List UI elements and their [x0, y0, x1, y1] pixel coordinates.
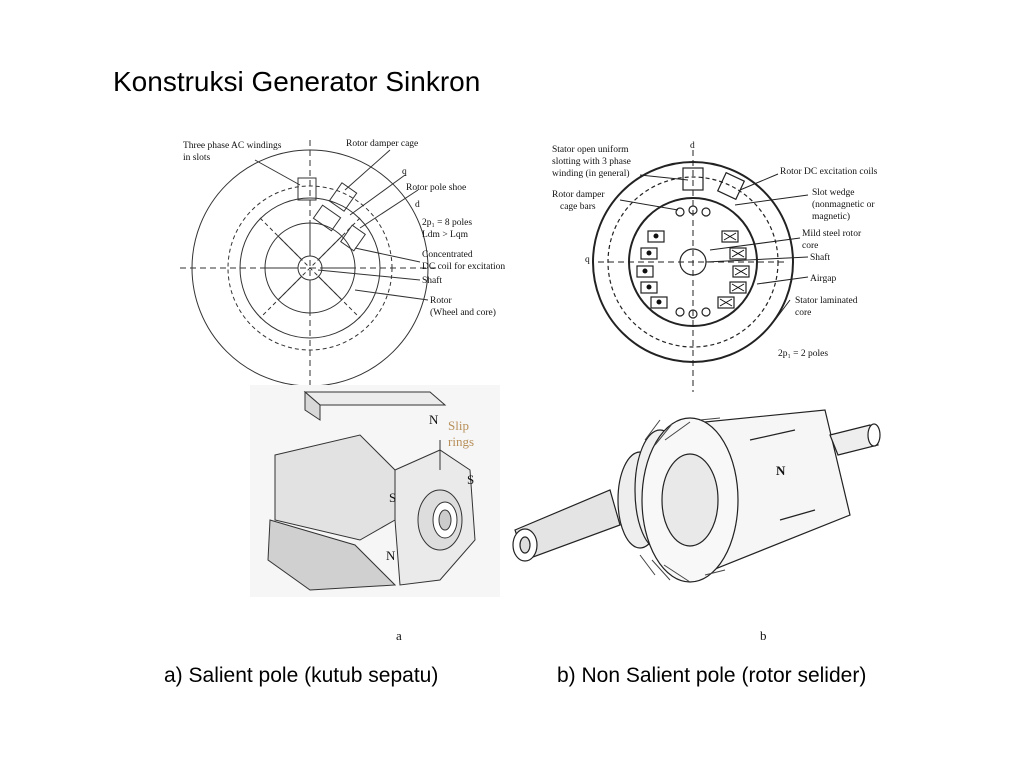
- label-shaft-left: Shaft: [422, 275, 442, 286]
- left-diagram-geometry: [180, 140, 440, 400]
- label-q-right: q: [585, 255, 590, 265]
- label-2-poles: 2p₁ = 2 poles: [778, 349, 828, 359]
- label-rotor: Rotor: [430, 296, 452, 306]
- label-wedge-magnetic: magnetic): [812, 211, 850, 222]
- label-q-left: q: [402, 167, 407, 177]
- label-d-right: d: [690, 141, 695, 151]
- label-stator-open-2: slotting with 3 phase: [552, 157, 631, 167]
- label-d-left: d: [415, 200, 420, 210]
- label-rotor-damper-cage: Rotor damper cage: [346, 139, 418, 149]
- caption-salient-pole: a) Salient pole (kutub sepatu): [164, 664, 439, 687]
- slip-rings-label-1: Slip: [448, 418, 469, 433]
- caption-non-salient-pole: b) Non Salient pole (rotor selider): [557, 664, 867, 687]
- label-mild-steel: Mild steel rotor: [802, 229, 862, 239]
- pole-s-right: S: [467, 472, 474, 487]
- right-diagram-geometry: [592, 150, 809, 392]
- non-salient-rotor-3d-drawing: [512, 409, 881, 583]
- label-8-poles: 2p₁ = 8 poles: [422, 218, 472, 228]
- label-shaft-right: Shaft: [810, 252, 830, 263]
- slip-rings-label-2: rings: [448, 434, 474, 449]
- label-wheel-core: (Wheel and core): [430, 307, 496, 318]
- pole-n-top: N: [429, 412, 439, 427]
- label-damper-bars-2: cage bars: [560, 202, 596, 212]
- label-concentrated: Concentrated: [422, 250, 473, 260]
- salient-rotor-3d-drawing: [250, 385, 500, 597]
- label-in-slots: in slots: [183, 153, 210, 163]
- label-rotor-dc-coils: Rotor DC excitation coils: [780, 167, 878, 177]
- label-mild-steel-core: core: [802, 241, 818, 251]
- label-dc-coil: DC coil for excitation: [422, 261, 505, 272]
- rotor-slot-lines: [639, 417, 726, 583]
- label-rotor-pole-shoe: Rotor pole shoe: [406, 183, 466, 193]
- label-damper-bars-1: Rotor damper: [552, 190, 605, 200]
- label-ldm: Ldm > Lqm: [422, 230, 469, 240]
- label-stator-laminated: Stator laminated: [795, 296, 858, 306]
- pole-n-rotor-b: N: [776, 463, 786, 478]
- label-stator-open-1: Stator open uniform: [552, 144, 629, 155]
- slide-title: Konstruksi Generator Sinkron: [113, 66, 481, 97]
- label-stator-open-3: winding (in general): [552, 168, 630, 179]
- label-three-phase: Three phase AC windings: [183, 141, 282, 151]
- pole-s-left: S: [389, 490, 396, 505]
- label-airgap: Airgap: [810, 274, 836, 284]
- label-slot-wedge: Slot wedge: [812, 188, 854, 198]
- coil-markers: [642, 232, 748, 307]
- label-laminated-core: core: [795, 308, 811, 318]
- pole-n-bottom: N: [386, 548, 396, 563]
- figure-letter-b: b: [760, 628, 767, 643]
- label-wedge-nonmagnetic: (nonmagnetic or: [812, 199, 875, 210]
- figure-letter-a: a: [396, 628, 402, 643]
